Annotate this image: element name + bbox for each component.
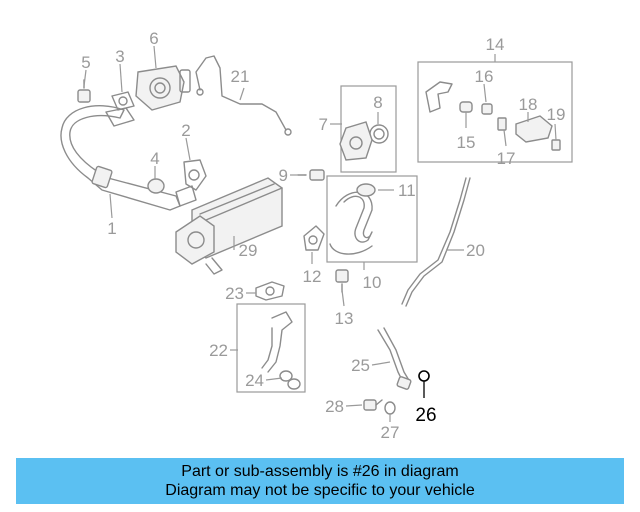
callout-27: 27 <box>381 423 400 442</box>
part-28-bolt <box>363 399 383 411</box>
callout-9: 9 <box>279 166 288 185</box>
callout-3: 3 <box>115 47 124 66</box>
part-3-gasket <box>111 91 135 111</box>
callout-8: 8 <box>373 93 382 112</box>
group-box-22 <box>236 303 306 393</box>
callout-22: 22 <box>209 341 228 360</box>
part-10-hose <box>329 191 373 255</box>
callout-25: 25 <box>351 356 370 375</box>
callout-20: 20 <box>466 241 485 260</box>
banner-line-part: Part or sub-assembly is #26 in diagram <box>181 463 459 480</box>
part-25-pipe <box>377 327 412 390</box>
callout-14: 14 <box>486 35 505 54</box>
group-box-7 <box>340 85 397 173</box>
part-5-bolt <box>77 79 91 103</box>
callout-21: 21 <box>231 67 250 86</box>
callout-26-highlighted: 26 <box>415 405 436 426</box>
callout-5: 5 <box>81 53 90 72</box>
part-24-washers <box>279 370 301 390</box>
callout-10: 10 <box>363 273 382 292</box>
part-4-sleeve <box>147 178 165 194</box>
part-8-seal <box>369 124 389 144</box>
part-23-gasket <box>255 281 285 301</box>
info-banner: Part or sub-assembly is #26 in diagram D… <box>16 458 624 504</box>
callout-12: 12 <box>303 267 322 286</box>
callout-28: 28 <box>325 397 344 416</box>
part-22-pipe <box>261 311 293 373</box>
part-9-bolt <box>297 169 325 181</box>
callout-16: 16 <box>475 67 494 86</box>
callout-7: 7 <box>319 115 328 134</box>
callout-13: 13 <box>335 309 354 328</box>
callout-29: 29 <box>239 241 258 260</box>
part-29-egr-cooler <box>175 177 283 275</box>
callout-23: 23 <box>225 284 244 303</box>
part-20-pipe <box>401 177 471 307</box>
callout-11: 11 <box>398 181 416 200</box>
parts-diagram: 1 2 3 4 5 6 7 8 9 10 11 12 13 14 15 16 1… <box>60 29 573 442</box>
callout-6: 6 <box>149 29 158 48</box>
callout-2: 2 <box>181 121 190 140</box>
part-1-egr-pipe <box>60 104 197 211</box>
callout-18: 18 <box>519 95 538 114</box>
part-7-housing <box>339 121 373 161</box>
part-21-pipe <box>195 55 292 136</box>
part-11-cap <box>356 183 376 197</box>
part-13-bolt <box>335 269 349 293</box>
part-2-gasket <box>183 159 207 191</box>
callout-17: 17 <box>497 149 516 168</box>
part-14-group <box>425 81 561 151</box>
group-box-10 <box>326 175 418 263</box>
banner-line-disclaimer: Diagram may not be specific to your vehi… <box>165 482 475 499</box>
part-12-gasket <box>303 225 325 251</box>
callout-24: 24 <box>245 371 264 390</box>
callout-19: 19 <box>547 105 566 124</box>
callout-4: 4 <box>150 149 159 168</box>
part-27-washer <box>384 401 396 415</box>
part-26-o-ring <box>418 370 430 382</box>
callout-1: 1 <box>107 219 116 238</box>
part-6-egr-valve <box>135 65 191 111</box>
callout-15: 15 <box>457 133 476 152</box>
